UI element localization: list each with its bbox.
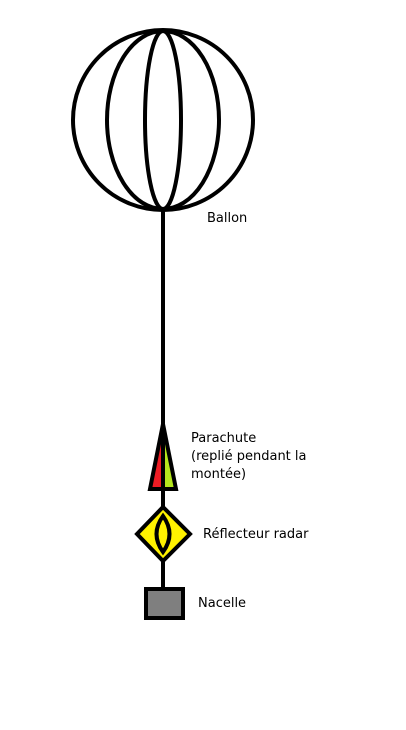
radar-reflector-label: Réflecteur radar (203, 527, 309, 542)
parachute-label-line-2: (replié pendant la (191, 449, 307, 464)
balloon-shape (71, 28, 255, 212)
parachute-shape (147, 423, 179, 491)
radar-reflector-outline (134, 504, 193, 564)
parachute-label: Parachute (replié pendant la montée) (191, 430, 307, 484)
parachute-label-line-3: montée) (191, 467, 247, 482)
gondola-label: Nacelle (198, 596, 247, 611)
balloon-gore-outer (105, 29, 221, 211)
balloon-gore-inner (143, 29, 183, 211)
radar-reflector-shape (134, 504, 193, 564)
balloon-label: Ballon (207, 211, 248, 226)
radar-reflector-inner-lens (154, 512, 172, 556)
gondola-box (144, 587, 185, 620)
balloon-outline (71, 28, 255, 212)
parachute-label-line-1: Parachute (191, 431, 257, 446)
